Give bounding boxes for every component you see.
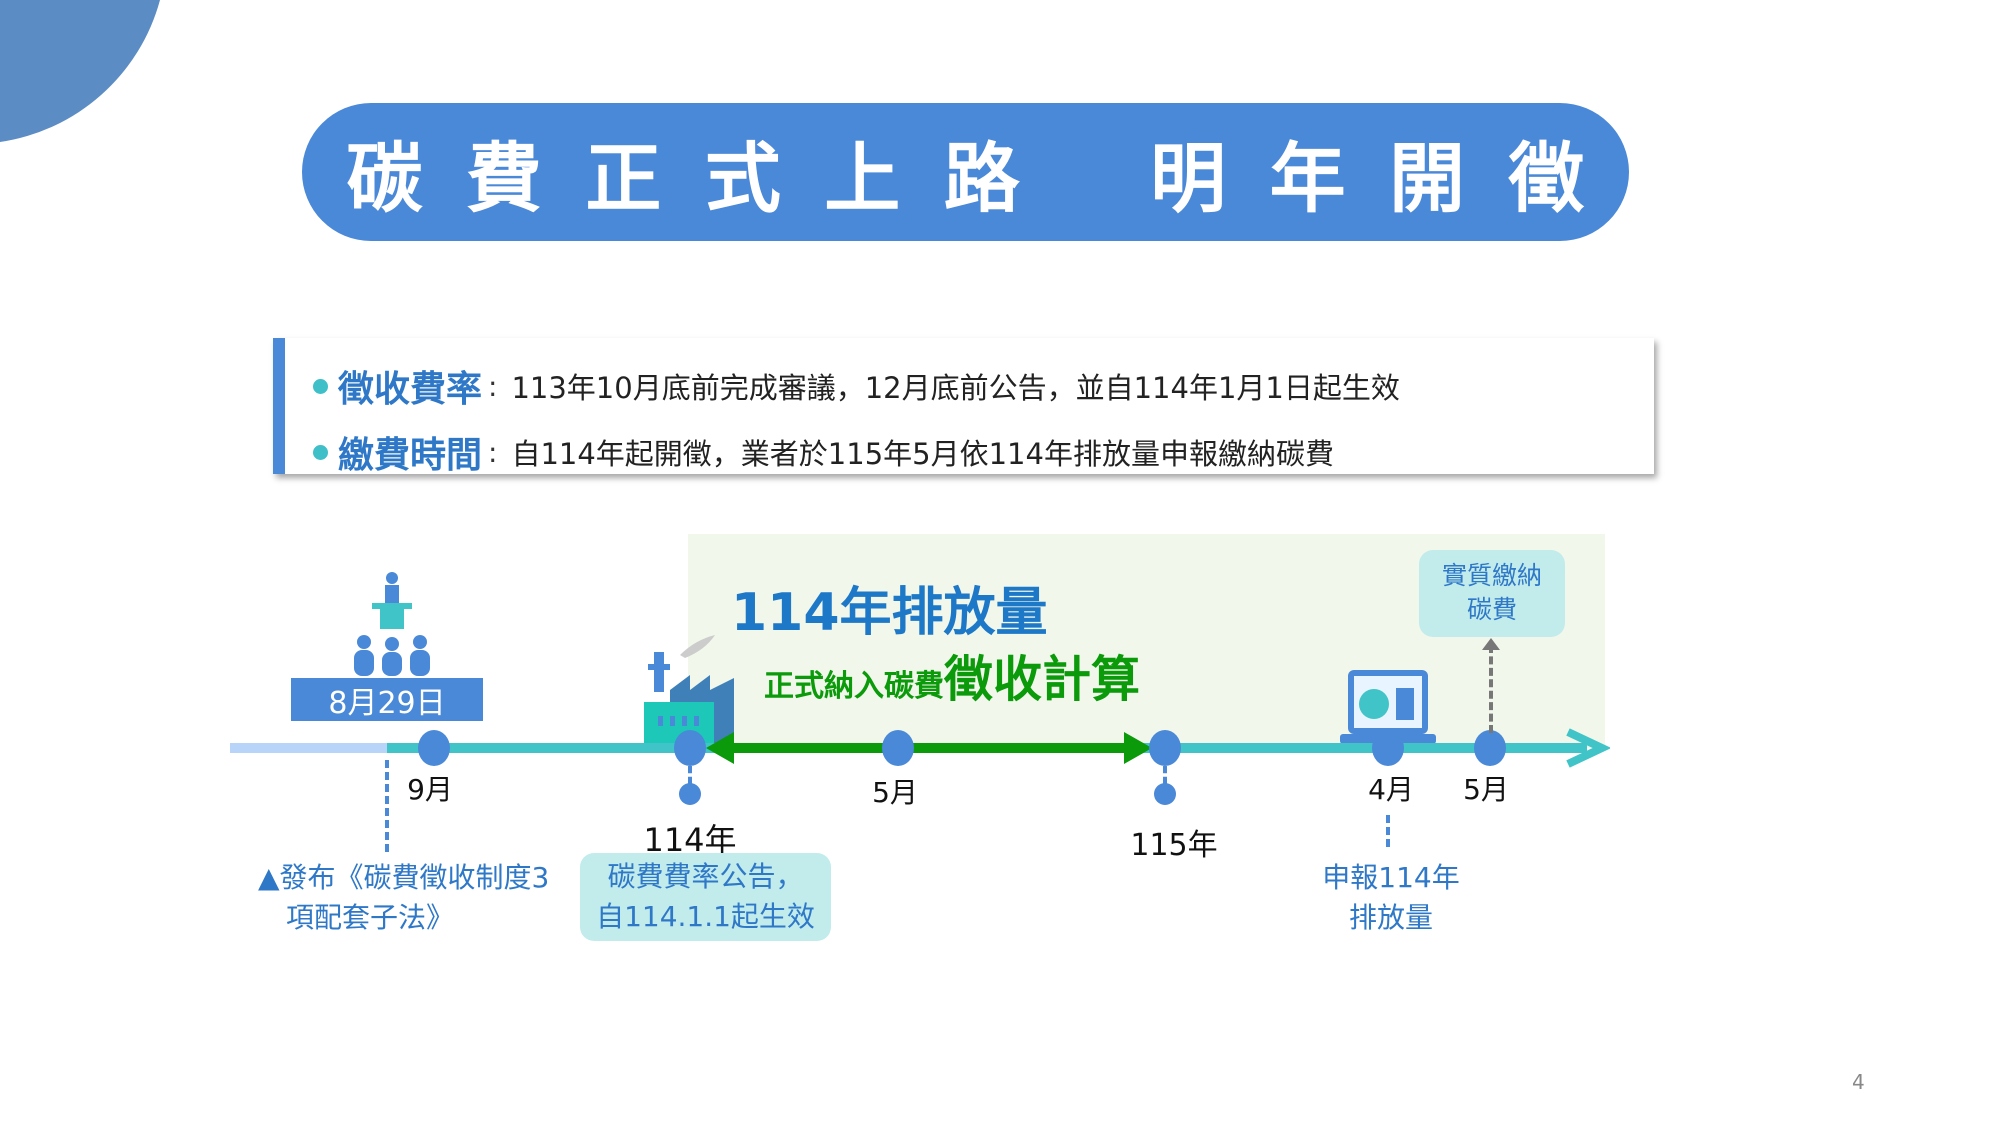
publish-note-line: ▲發布《碳費徵收制度3 bbox=[258, 861, 550, 894]
tick-label: 9月 bbox=[407, 773, 453, 806]
connector-dash bbox=[688, 766, 692, 784]
pay-note: 實質繳納 碳費 bbox=[1419, 550, 1565, 637]
report-dash bbox=[1386, 815, 1390, 847]
green-range-arrow-icon bbox=[706, 732, 1152, 764]
info-row-payment: 繳費時間 : 自114年起開徵，業者於115年5月依114年排放量申報繳納碳費 bbox=[313, 426, 1334, 478]
emissions-title: 114年排放量 bbox=[731, 583, 1048, 643]
timeline-point-sep bbox=[418, 730, 450, 766]
info-colon: : bbox=[488, 435, 498, 469]
year-dot-115 bbox=[1154, 783, 1176, 805]
timeline-point-115 bbox=[1149, 730, 1181, 766]
rate-note: 碳費費率公告， 自114.1.1起生效 bbox=[580, 853, 831, 941]
info-box: 徵收費率 : 113年10月底前完成審議，12月底前公告，並自114年1月1日起… bbox=[273, 338, 1654, 476]
decorative-corner-circle bbox=[0, 0, 160, 142]
included-big: 徵收計算 bbox=[944, 651, 1141, 708]
pay-note-line: 實質繳納 bbox=[1441, 561, 1542, 590]
info-colon: : bbox=[488, 369, 498, 403]
arrow-up-icon bbox=[1482, 638, 1500, 650]
info-label: 繳費時間 bbox=[338, 435, 483, 476]
year-dot-114 bbox=[679, 783, 701, 805]
timeline-point-may bbox=[882, 730, 914, 766]
bullet-icon bbox=[313, 444, 328, 460]
included-text: 正式納入碳費徵收計算 bbox=[764, 640, 1140, 711]
publish-note: ▲發布《碳費徵收制度3 項配套子法》 bbox=[258, 858, 549, 938]
timeline-point-114 bbox=[674, 730, 706, 766]
year-label: 115年 bbox=[1130, 828, 1218, 863]
tick-label: 4月 bbox=[1368, 773, 1414, 806]
bullet-icon bbox=[313, 378, 328, 394]
timeline-point-apr bbox=[1372, 730, 1404, 766]
page-number: 4 bbox=[1852, 1070, 1865, 1094]
report-note-line: 排放量 bbox=[1348, 901, 1433, 934]
info-row-rate: 徵收費率 : 113年10月底前完成審議，12月底前公告，並自114年1月1日起… bbox=[313, 360, 1400, 412]
podium-audience-icon bbox=[354, 572, 430, 676]
publish-note-line: 項配套子法》 bbox=[286, 901, 455, 934]
included-small: 正式納入碳費 bbox=[764, 669, 944, 704]
tick-label: 5月 bbox=[872, 776, 918, 809]
tick-label: 5月 bbox=[1463, 773, 1509, 806]
connector-dash bbox=[1163, 766, 1167, 784]
timeline-point-may2 bbox=[1474, 730, 1506, 766]
pay-note-line: 碳費 bbox=[1466, 595, 1517, 624]
factory-icon bbox=[644, 635, 734, 748]
timeline-past bbox=[230, 743, 387, 753]
monitor-chart-icon bbox=[1340, 670, 1436, 744]
report-note: 申報114年 排放量 bbox=[1291, 858, 1491, 938]
info-text: 113年10月底前完成審議，12月底前公告，並自114年1月1日起生效 bbox=[511, 371, 1400, 405]
pay-dash-arrow bbox=[1489, 645, 1493, 733]
rate-note-line: 自114.1.1起生效 bbox=[596, 900, 815, 933]
report-note-line: 申報114年 bbox=[1322, 861, 1460, 894]
timeline-arrow-icon bbox=[1566, 728, 1610, 768]
date-badge: 8月29日 bbox=[291, 678, 483, 721]
info-text: 自114年起開徵，業者於115年5月依114年排放量申報繳納碳費 bbox=[511, 437, 1334, 471]
year-label: 114年 bbox=[643, 821, 737, 859]
info-label: 徵收費率 bbox=[338, 369, 483, 410]
publish-dash bbox=[385, 760, 389, 852]
page-title: 碳 費 正 式 上 路 明 年 開 徵 bbox=[302, 103, 1629, 241]
rate-note-line: 碳費費率公告， bbox=[607, 860, 804, 893]
